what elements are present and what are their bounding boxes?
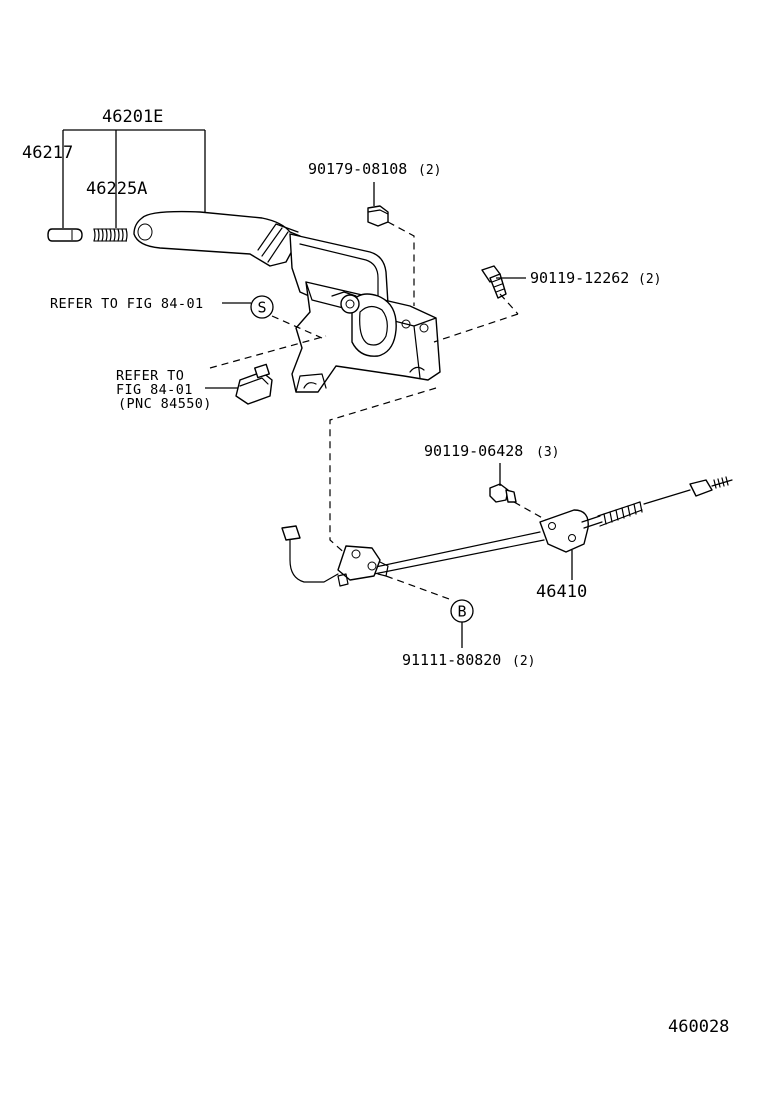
- brake-cable: [351, 476, 733, 579]
- symbol-s: S: [250, 295, 274, 319]
- bolt-90119-12262: [481, 265, 507, 299]
- svg-text:S: S: [257, 299, 266, 317]
- svg-text:B: B: [457, 603, 466, 621]
- spring-46225A: [93, 228, 128, 242]
- label-refer-to: REFER TO: [116, 368, 184, 384]
- cable-end-fitting: [281, 525, 389, 587]
- label-refer-fig-84-01: REFER TO FIG 84-01: [50, 296, 204, 312]
- label-46225A: 46225A: [86, 179, 147, 199]
- label-91111-80820: 91111-80820: [402, 651, 501, 669]
- dashed-leader-90119-12262: [433, 313, 519, 343]
- dashed-leader-90179: [387, 221, 415, 306]
- parking-brake-switch: [235, 363, 273, 405]
- dashed-leader-90119-12262b: [499, 293, 519, 315]
- label-91111-80820-qty: (2): [512, 654, 535, 669]
- label-fig-84-01: FIG 84-01: [116, 382, 193, 398]
- symbol-b: B: [450, 599, 474, 623]
- label-90119-06428-qty: (3): [536, 445, 559, 460]
- dashed-leader-switch: [209, 335, 327, 369]
- label-90179-08108-qty: (2): [418, 163, 441, 178]
- label-46217: 46217: [22, 143, 73, 163]
- label-90119-06428: 90119-06428: [424, 442, 523, 460]
- bracket-46201E: [62, 129, 206, 228]
- dashed-leader-b: [385, 575, 453, 601]
- bolt-90119-06428: [489, 483, 517, 503]
- label-pnc-84550: (PNC 84550): [118, 396, 212, 412]
- dashed-connection: [329, 387, 437, 557]
- ratchet-disc: [331, 291, 397, 357]
- lever-grip: [133, 210, 301, 267]
- label-46201E: 46201E: [102, 107, 163, 127]
- dashed-leader-90119-06428: [513, 501, 547, 521]
- nut-90179-08108: [367, 205, 389, 227]
- figure-number: 460028: [668, 1017, 729, 1037]
- push-button-46217: [47, 228, 83, 242]
- label-46410: 46410: [536, 582, 587, 602]
- label-90119-12262-qty: (2): [638, 272, 661, 287]
- dashed-leader-s: [271, 315, 323, 339]
- label-90119-12262: 90119-12262: [530, 269, 629, 287]
- cable-bracket-46410: [539, 509, 589, 553]
- label-90179-08108: 90179-08108: [308, 160, 407, 178]
